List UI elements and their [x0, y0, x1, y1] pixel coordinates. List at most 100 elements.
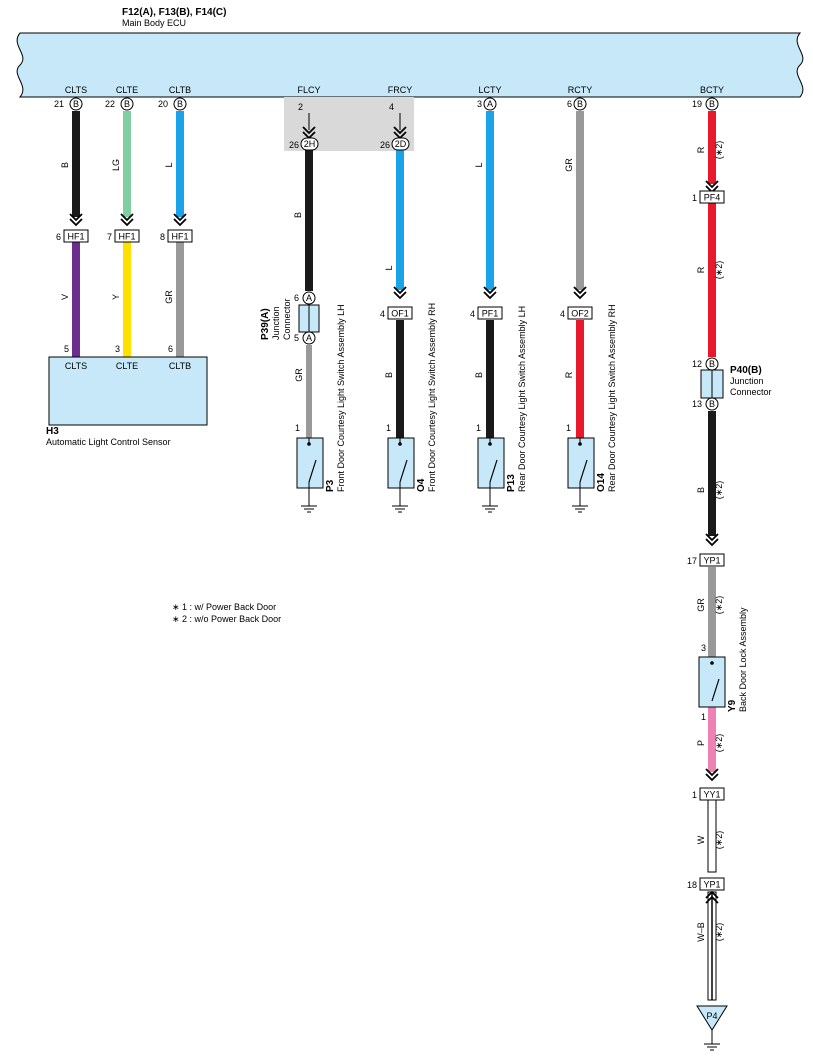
- svg-text:4: 4: [560, 309, 565, 319]
- svg-text:GR: GR: [164, 290, 174, 304]
- svg-text:Front Door Courtesy Light Swit: Front Door Courtesy Light Switch Assembl…: [336, 304, 346, 492]
- svg-text:26: 26: [380, 140, 390, 150]
- svg-text:18: 18: [687, 880, 697, 890]
- svg-text:Front Door Courtesy Light Swit: Front Door Courtesy Light Switch Assembl…: [427, 303, 437, 492]
- svg-text:1: 1: [692, 790, 697, 800]
- svg-text:Y9: Y9: [727, 699, 738, 712]
- svg-text:1: 1: [476, 423, 481, 433]
- switch-p13: 1 P13 Rear Door Courtesy Light Switch As…: [476, 306, 527, 513]
- svg-text:1: 1: [701, 712, 706, 722]
- svg-text:6: 6: [168, 344, 173, 354]
- svg-text:B: B: [474, 372, 484, 378]
- svg-text:(∗2): (∗2): [714, 923, 724, 942]
- svg-text:L: L: [384, 265, 394, 270]
- p39-code: P39(A): [260, 308, 271, 340]
- svg-text:A: A: [306, 293, 312, 303]
- svg-text:LG: LG: [111, 159, 121, 171]
- pin-num-clts: 21: [54, 99, 64, 109]
- harness-connectors-hf1: 6 HF1 7 HF1 8 HF1: [56, 213, 193, 243]
- connector-hf1-c: HF1: [171, 232, 188, 242]
- wires: [72, 111, 717, 1001]
- svg-text:R: R: [564, 371, 574, 378]
- switch-o4: 1 O4 Front Door Courtesy Light Switch As…: [386, 303, 437, 513]
- svg-text:7: 7: [107, 232, 112, 242]
- note-1: ∗ 1 : w/ Power Back Door: [172, 602, 276, 612]
- pin-label-cltb: CLTB: [169, 85, 191, 95]
- svg-text:B: B: [709, 359, 715, 369]
- svg-text:6: 6: [294, 293, 299, 303]
- pin-label-clts: CLTS: [65, 85, 87, 95]
- junction-connector-p39: A A 6 5 P39(A) Junction Connector: [260, 291, 320, 345]
- y9-name: Back Door Lock Assembly: [738, 607, 748, 712]
- svg-text:1: 1: [295, 423, 300, 433]
- pin-num-clte: 22: [105, 99, 115, 109]
- h3-code: H3: [46, 426, 59, 437]
- pin-num-flcy: 2: [298, 102, 303, 112]
- conn-letter-cltb: B: [177, 99, 183, 109]
- pin-label-frcy: FRCY: [388, 85, 413, 95]
- svg-text:A: A: [306, 333, 312, 343]
- pin-label-bcty: BCTY: [700, 85, 724, 95]
- svg-text:(∗2): (∗2): [714, 734, 724, 753]
- svg-text:Connector: Connector: [282, 298, 292, 340]
- svg-text:P: P: [696, 740, 706, 746]
- svg-text:P3: P3: [325, 479, 336, 492]
- switch-side-connectors: 4 OF1 4 PF1 4 OF2: [380, 286, 593, 320]
- svg-text:B: B: [709, 399, 715, 409]
- svg-text:O4: O4: [416, 478, 427, 492]
- svg-text:(∗2): (∗2): [714, 261, 724, 280]
- conn-letter-bcty: B: [709, 99, 715, 109]
- junction-2h: 2H: [304, 139, 316, 149]
- svg-text:13: 13: [692, 399, 702, 409]
- automatic-light-control-sensor: 5 3 6 CLTS CLTE CLTB H3 Automatic Light …: [46, 344, 208, 447]
- svg-text:(∗2): (∗2): [714, 141, 724, 160]
- switch-o14: 1 O14 Rear Door Courtesy Light Switch As…: [566, 304, 617, 513]
- svg-text:26: 26: [289, 140, 299, 150]
- svg-text:Rear Door Courtesy Light Switc: Rear Door Courtesy Light Switch Assembly…: [607, 304, 617, 492]
- svg-text:5: 5: [294, 333, 299, 343]
- pin-label-lcty: LCTY: [478, 85, 501, 95]
- connector-yy1: YY1: [703, 790, 720, 800]
- main-body-ecu-block: [16, 32, 804, 98]
- svg-text:W: W: [696, 835, 706, 844]
- svg-text:Junction: Junction: [730, 376, 764, 386]
- wire-color-labels: B LG L V Y GR B GR L B L B GR R R R B GR…: [60, 146, 706, 942]
- svg-text:B: B: [293, 212, 303, 218]
- pin-label-rcty: RCTY: [568, 85, 593, 95]
- conn-letter-lcty: A: [487, 99, 493, 109]
- svg-text:V: V: [60, 294, 70, 300]
- svg-text:CLTE: CLTE: [116, 361, 138, 371]
- connector-pf1: PF1: [482, 309, 499, 319]
- option-marks: (∗2) (∗2) (∗2) (∗2) (∗2) (∗2) (∗2): [714, 141, 724, 942]
- ecu-connector-codes: F12(A), F13(B), F14(C): [122, 7, 226, 18]
- svg-text:12: 12: [692, 359, 702, 369]
- svg-text:3: 3: [115, 344, 120, 354]
- svg-text:CLTS: CLTS: [65, 361, 87, 371]
- svg-text:B: B: [384, 372, 394, 378]
- conn-letter-clts: B: [73, 99, 79, 109]
- svg-text:R: R: [696, 146, 706, 153]
- junction-2d: 2D: [395, 139, 407, 149]
- svg-text:4: 4: [380, 309, 385, 319]
- svg-text:Rear Door Courtesy Light Switc: Rear Door Courtesy Light Switch Assembly…: [517, 306, 527, 492]
- pin-num-cltb: 20: [158, 99, 168, 109]
- svg-text:CLTB: CLTB: [169, 361, 191, 371]
- svg-text:6: 6: [56, 232, 61, 242]
- connector-pf4: PF4: [704, 193, 721, 203]
- svg-text:B: B: [60, 162, 70, 168]
- note-2: ∗ 2 : w/o Power Back Door: [172, 614, 281, 624]
- notes: ∗ 1 : w/ Power Back Door ∗ 2 : w/o Power…: [172, 602, 281, 624]
- svg-text:GR: GR: [294, 368, 304, 382]
- p40-code: P40(B): [730, 365, 762, 376]
- connector-of2: OF2: [571, 309, 589, 319]
- pin-num-rcty: 6: [567, 99, 572, 109]
- svg-text:GR: GR: [696, 598, 706, 612]
- svg-text:R: R: [696, 266, 706, 273]
- svg-text:W–B: W–B: [696, 922, 706, 942]
- switch-p3: 1 P3 Front Door Courtesy Light Switch As…: [295, 304, 346, 513]
- pin-label-flcy: FLCY: [297, 85, 320, 95]
- svg-text:(∗2): (∗2): [714, 596, 724, 615]
- svg-text:L: L: [474, 162, 484, 167]
- conn-letter-rcty: B: [577, 99, 583, 109]
